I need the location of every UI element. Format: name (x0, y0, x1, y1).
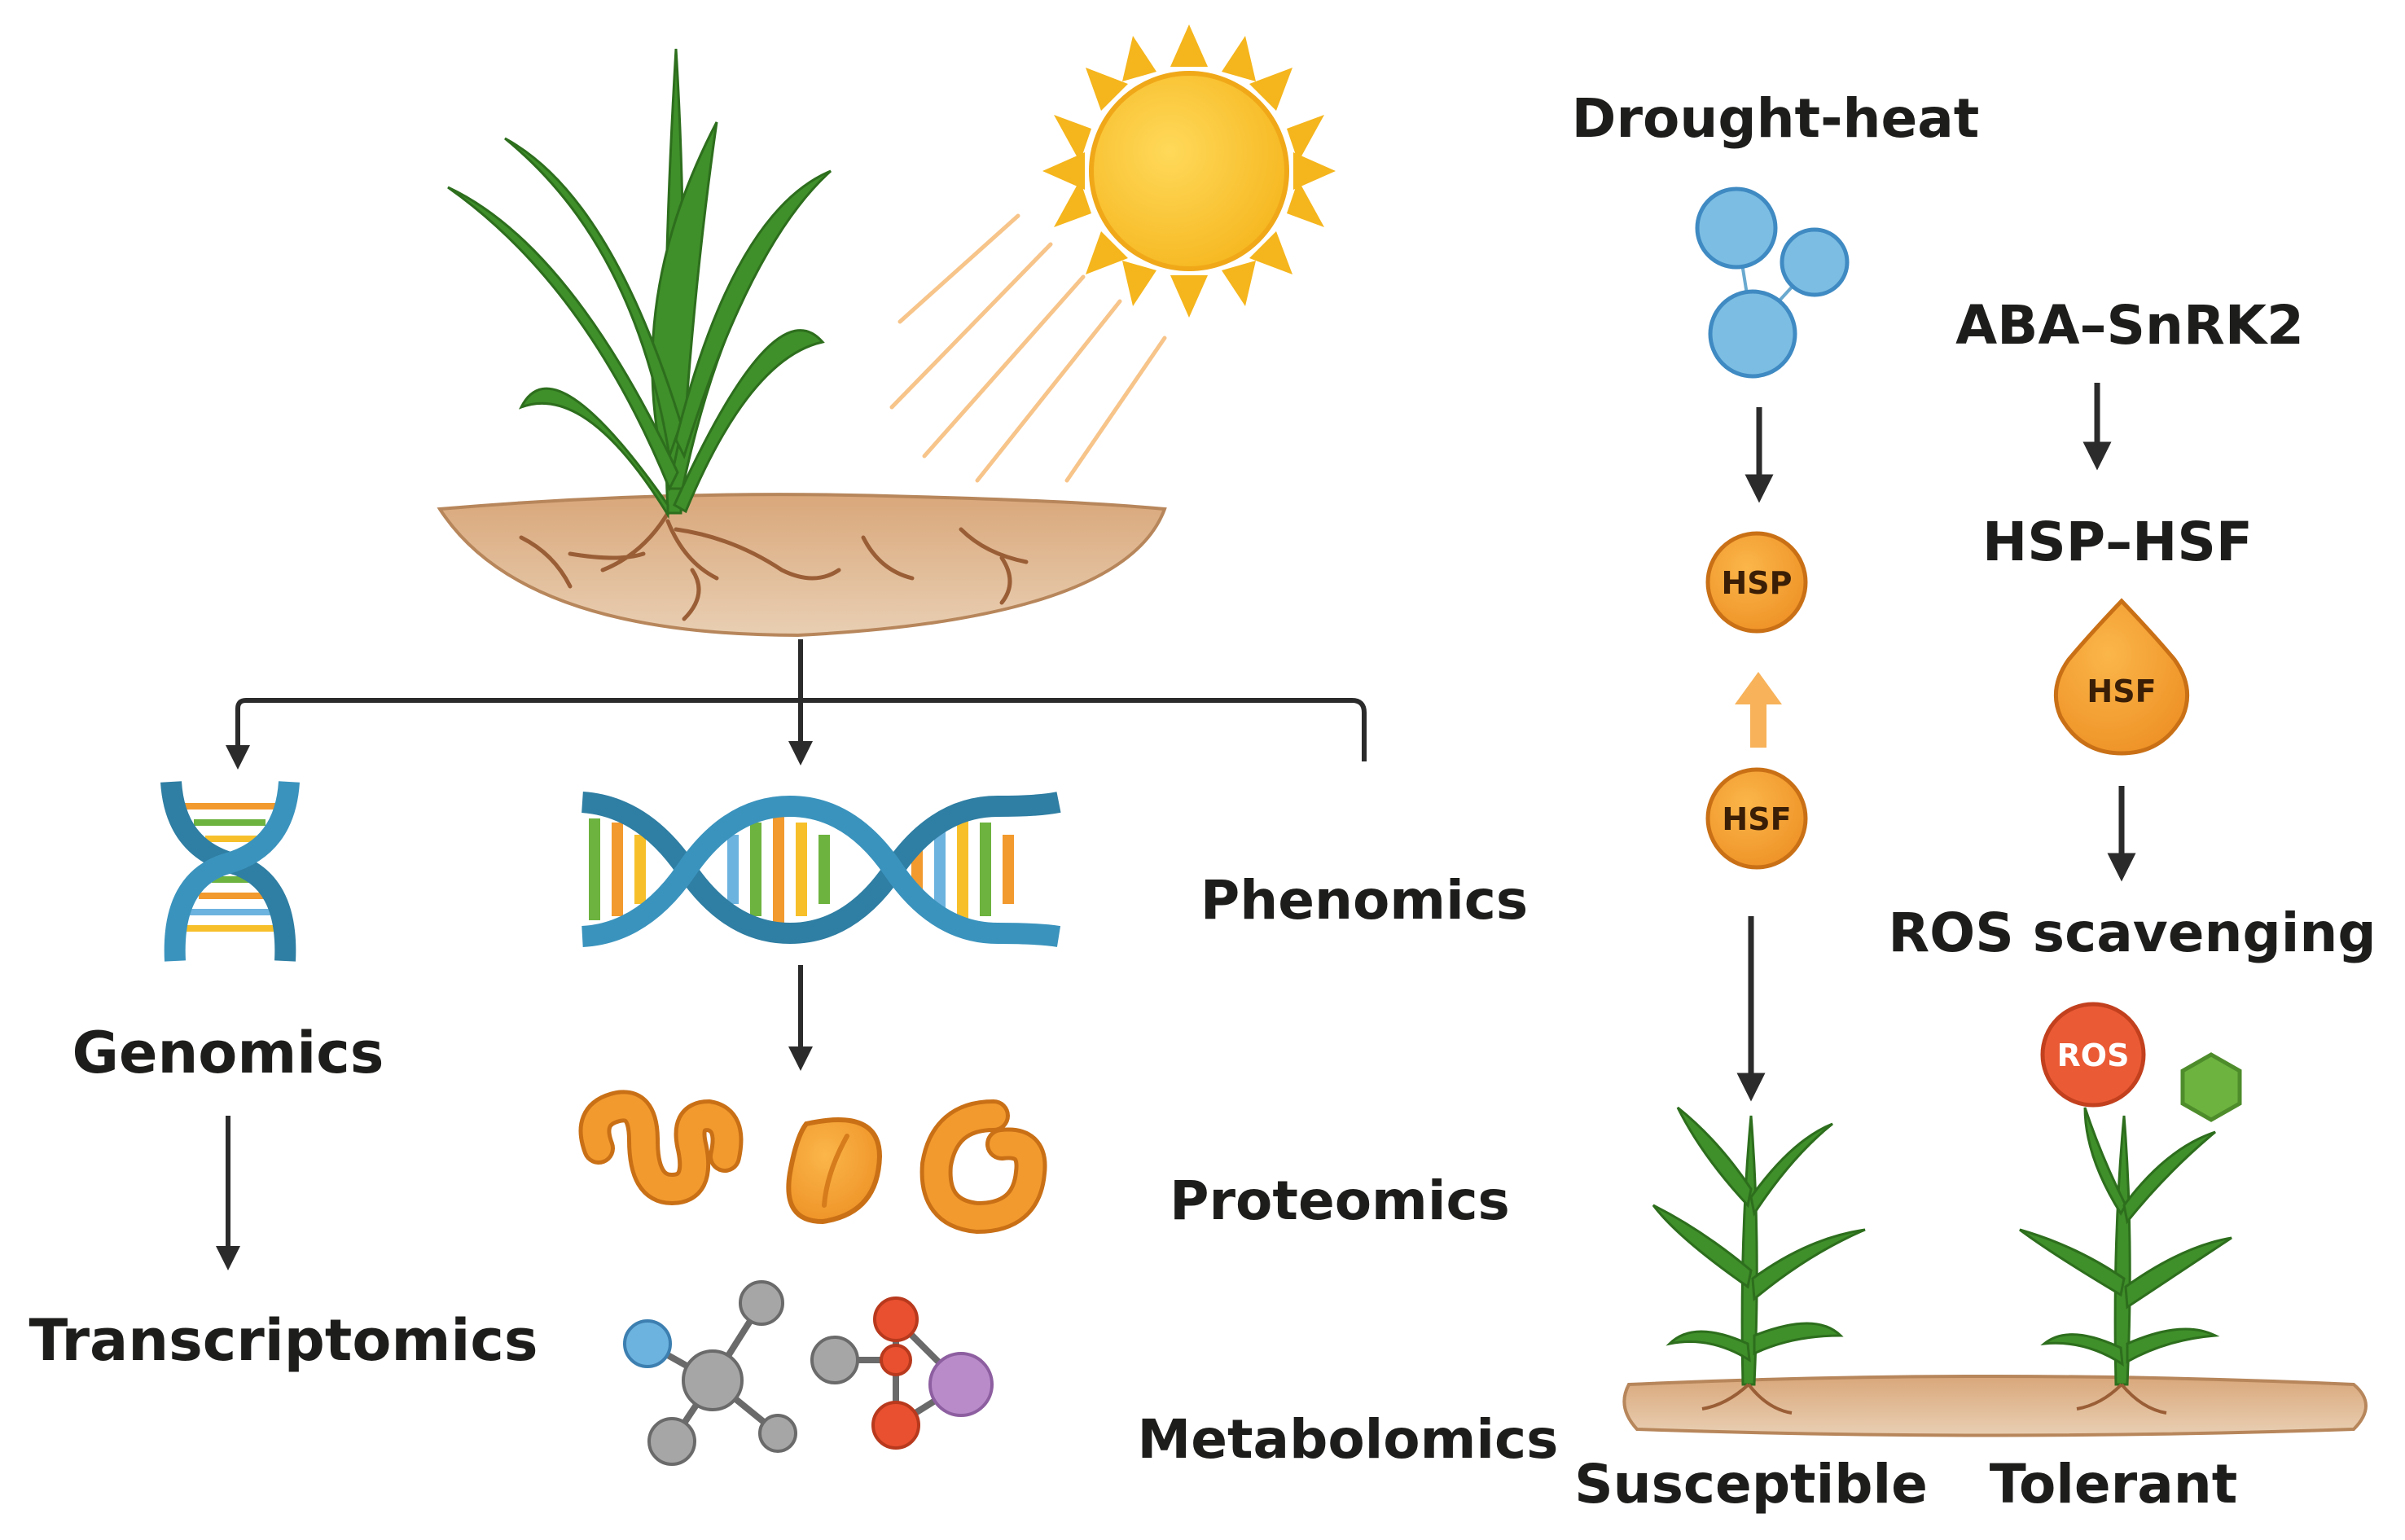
signal-molecules-icon (1695, 186, 1850, 379)
label-transcriptomics: Transcriptomics (29, 1307, 538, 1374)
susceptible-plant-icon (1652, 1106, 1866, 1386)
arrow-hsf-to-hsp (1735, 672, 1782, 748)
molecule-network-right (810, 1296, 994, 1450)
tolerant-plant-icon (2019, 1107, 2232, 1386)
protein-squiggle (578, 1090, 744, 1206)
ros-chip-icon: ROS (2040, 1002, 2146, 1108)
soil-mound (437, 493, 1167, 638)
label-ros-scavenging: ROS scavenging (1888, 902, 2376, 964)
label-genomics: Genomics (72, 1020, 384, 1086)
protein-bean (786, 1117, 883, 1225)
hsp-chip-icon: HSP (1705, 531, 1808, 634)
plant-icon (447, 48, 832, 520)
chip-hsf-left: HSF (1722, 801, 1791, 837)
antioxidant-hexagon-icon (2180, 1052, 2242, 1122)
molecule-network-left (623, 1280, 797, 1466)
sun-rays (889, 213, 1167, 483)
label-proteomics: Proteomics (1170, 1169, 1510, 1232)
chip-hsf-right: HSF (2087, 673, 2156, 709)
label-drought-heat: Drought-heat (1572, 87, 1980, 150)
dna-small-icon (160, 780, 300, 962)
chip-hsp: HSP (1721, 565, 1792, 601)
hsf-chip-left-icon: HSF (1705, 767, 1808, 870)
tolerant-roots (2076, 1383, 2167, 1415)
soil-strip (1622, 1375, 2368, 1437)
dna-large-icon (581, 792, 1061, 947)
label-tolerant: Tolerant (1990, 1453, 2238, 1516)
label-susceptible: Susceptible (1574, 1453, 1928, 1516)
susceptible-roots (1701, 1383, 1793, 1415)
label-aba-snrk2: ABA–SnRK2 (1955, 294, 2304, 357)
hsf-drop-icon: HSF (2053, 598, 2190, 756)
protein-hook (919, 1099, 1047, 1235)
branch-connectors (226, 639, 1367, 770)
chip-ros: ROS (2057, 1038, 2130, 1073)
label-phenomics: Phenomics (1200, 869, 1528, 932)
sun-icon (1042, 24, 1336, 318)
label-metabolomics: Metabolomics (1138, 1408, 1559, 1471)
label-hsp-hsf: HSP–HSF (1982, 511, 2253, 573)
protein-icons (578, 1090, 1047, 1235)
